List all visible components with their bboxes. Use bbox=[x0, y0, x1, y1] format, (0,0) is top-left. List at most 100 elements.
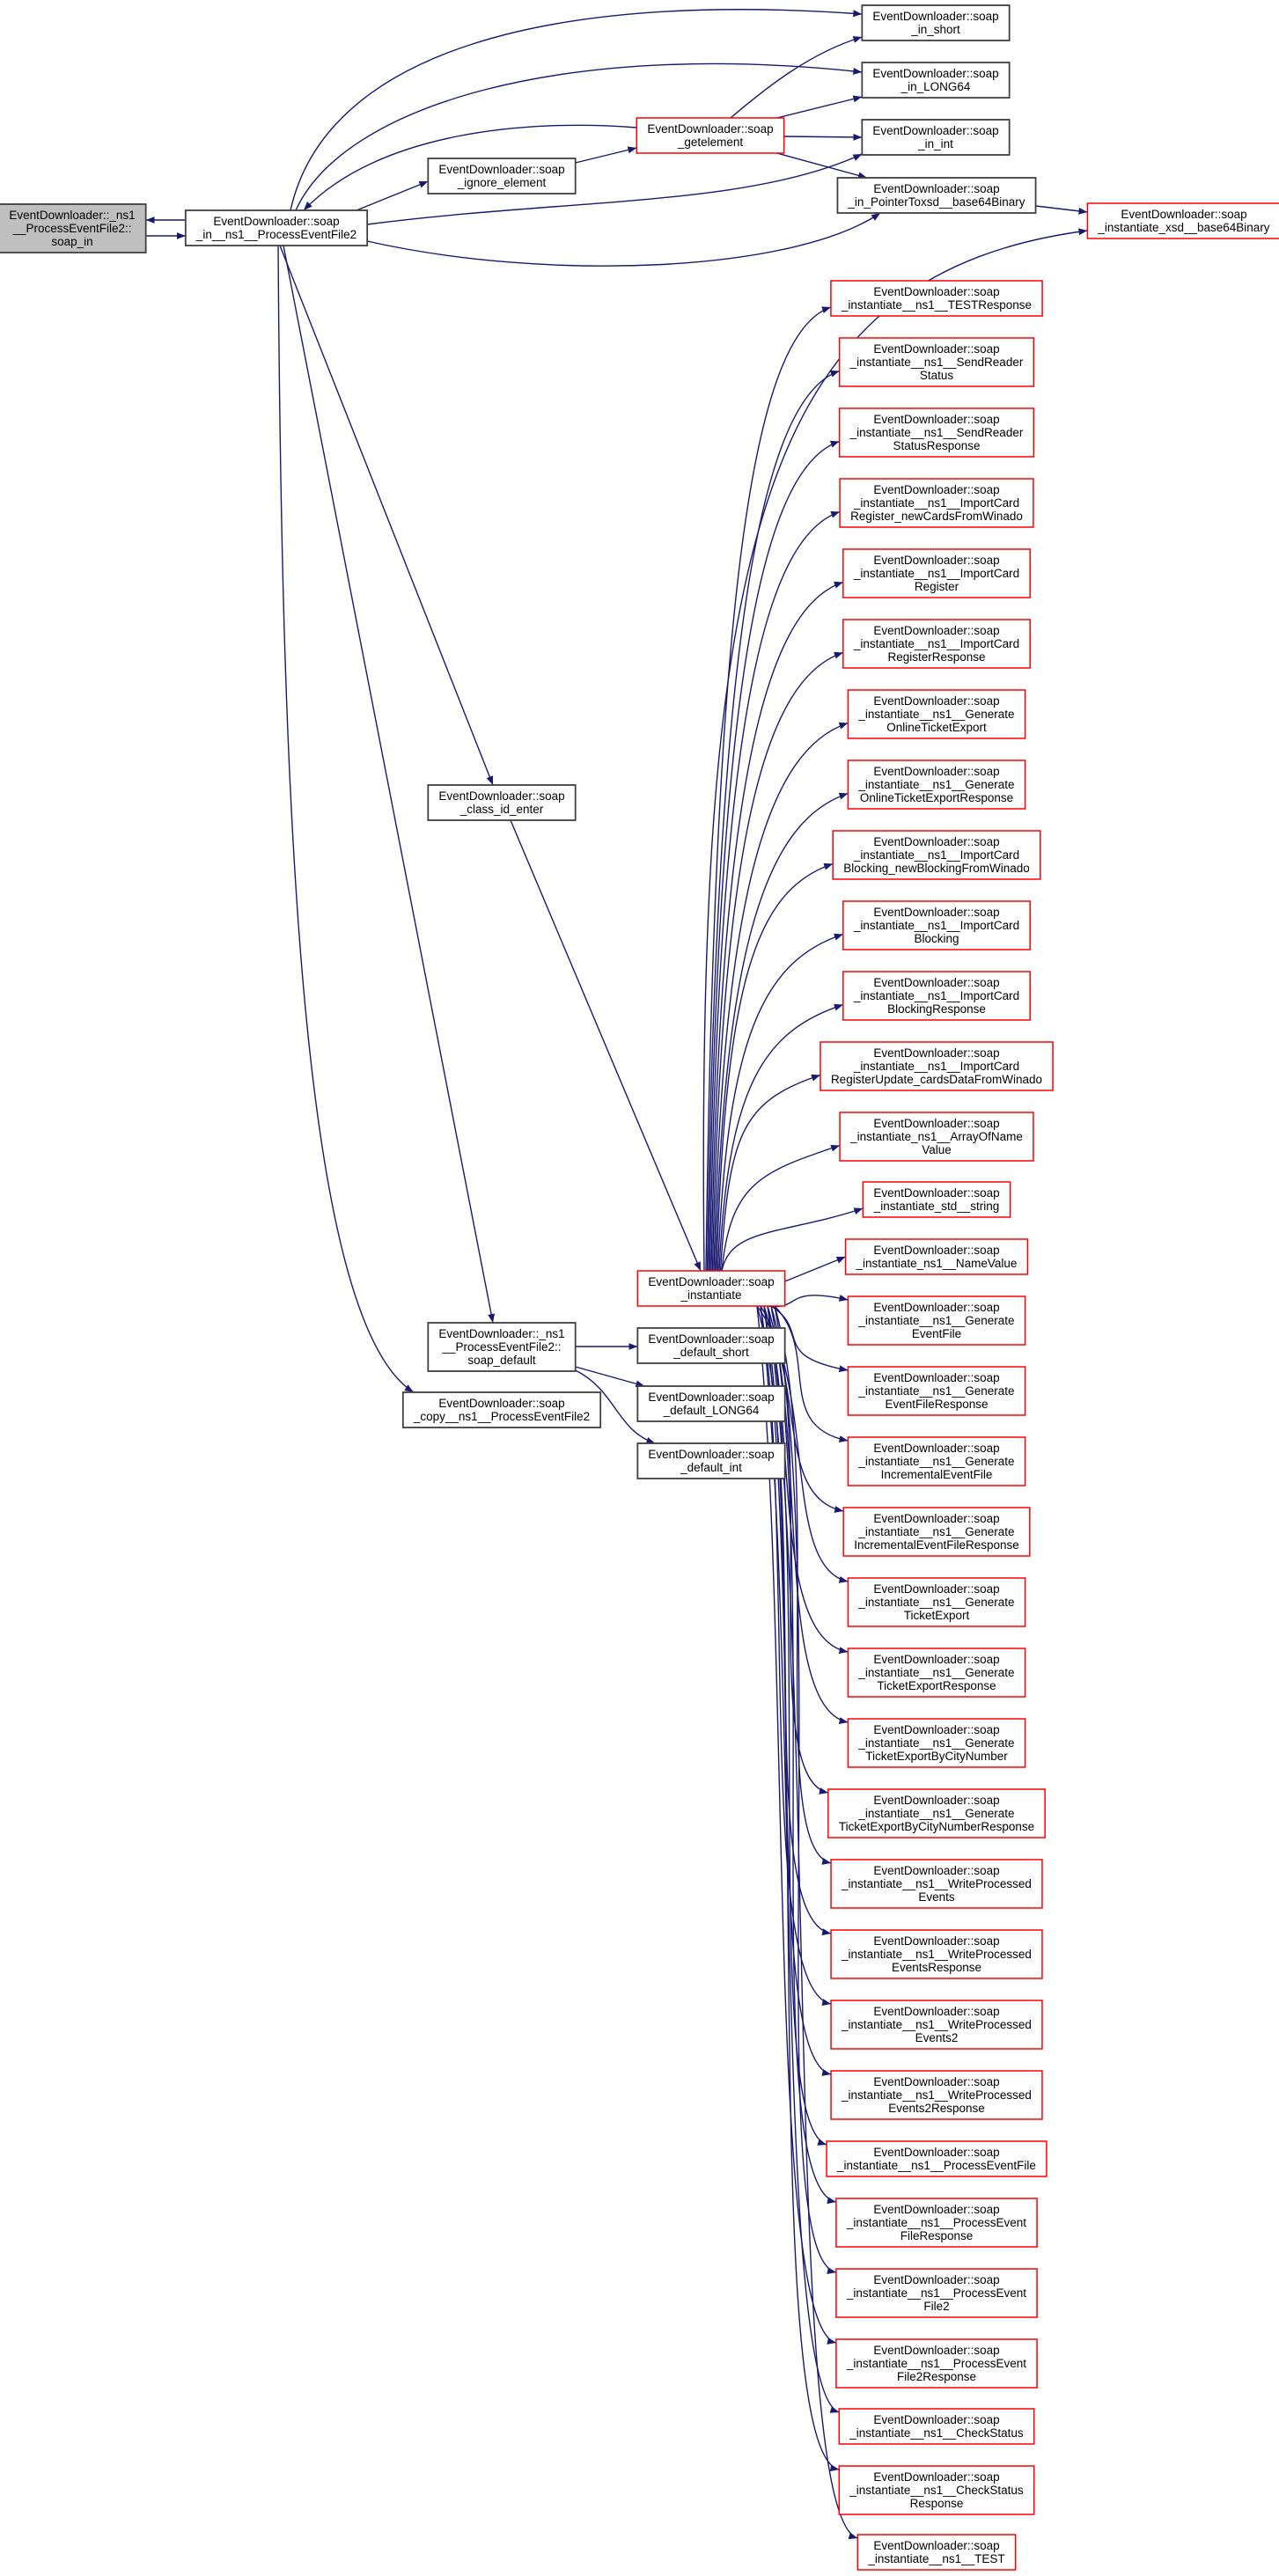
graph-node-r21[interactable]: EventDownloader::soap_instantiate__ns1__… bbox=[847, 1718, 1026, 1768]
node-label-line: EventDownloader::soap bbox=[873, 1934, 999, 1948]
node-label-line: EventDownloader::soap bbox=[648, 1391, 774, 1404]
node-label-line: _instantiate__ns1__Generate bbox=[857, 1314, 1014, 1327]
node-box bbox=[427, 784, 577, 821]
node-label-line: EventDownloader::soap bbox=[872, 10, 998, 23]
graph-node-r27[interactable]: EventDownloader::soap_instantiate__ns1__… bbox=[826, 2140, 1047, 2177]
graph-node-r19[interactable]: EventDownloader::soap_instantiate__ns1__… bbox=[847, 1577, 1026, 1627]
graph-node-r10[interactable]: EventDownloader::soap_instantiate__ns1__… bbox=[842, 971, 1031, 1021]
graph-node-r33[interactable]: EventDownloader::soap_instantiate__ns1__… bbox=[856, 2534, 1017, 2571]
graph-node-r22[interactable]: EventDownloader::soap_instantiate__ns1__… bbox=[827, 1788, 1046, 1838]
node-label-line: EventDownloader::soap bbox=[873, 1442, 999, 1455]
node-label-line: RegisterUpdate_cardsDataFromWinado bbox=[831, 1073, 1042, 1086]
graph-node-r26[interactable]: EventDownloader::soap_instantiate__ns1__… bbox=[830, 2070, 1043, 2120]
graph-node-r32[interactable]: EventDownloader::soap_instantiate__ns1__… bbox=[838, 2465, 1035, 2515]
node-label-line: Register_newCardsFromWinado bbox=[850, 510, 1023, 523]
graph-node-r11[interactable]: EventDownloader::soap_instantiate__ns1__… bbox=[820, 1041, 1054, 1091]
node-label-line: _instantiate__ns1__SendReader bbox=[849, 426, 1024, 439]
node-box bbox=[847, 689, 1026, 739]
node-label-line: _instantiate__ns1__ImportCard bbox=[853, 567, 1019, 580]
graph-node-r23[interactable]: EventDownloader::soap_instantiate__ns1__… bbox=[830, 1859, 1043, 1909]
node-label-line: _instantiate__ns1__WriteProcessed bbox=[841, 2088, 1032, 2102]
edge-instantiate-to-r8 bbox=[716, 862, 834, 1272]
node-box bbox=[839, 478, 1034, 528]
graph-node-d-short[interactable]: EventDownloader::soap_default_short bbox=[636, 1327, 786, 1364]
edge-instantiate-to-r9 bbox=[717, 933, 844, 1272]
graph-node-r29[interactable]: EventDownloader::soap_instantiate__ns1__… bbox=[835, 2268, 1038, 2318]
graph-node-ignore[interactable]: EventDownloader::soap_ignore_element bbox=[427, 158, 577, 194]
graph-node-r9[interactable]: EventDownloader::soap_instantiate__ns1__… bbox=[842, 900, 1031, 950]
node-label-line: EventDownloader::soap bbox=[873, 906, 999, 919]
graph-node-in-int[interactable]: EventDownloader::soap_in_int bbox=[861, 119, 1011, 156]
node-label-line: _instantiate__ns1__ImportCard bbox=[853, 848, 1019, 862]
graph-node-r0[interactable]: EventDownloader::soap_instantiate__ns1__… bbox=[830, 280, 1043, 317]
graph-node-d-LONG64[interactable]: EventDownloader::soap_default_LONG64 bbox=[636, 1385, 786, 1422]
node-label-line: EventDownloader::soap bbox=[873, 694, 999, 708]
edge-instantiate-to-r23 bbox=[774, 1305, 832, 1865]
node-label-line: EventDownloader::soap bbox=[873, 624, 999, 637]
edge-instantiate-to-r2 bbox=[708, 440, 840, 1272]
node-label-line: _in_LONG64 bbox=[900, 80, 971, 93]
node-label-line: _instantiate__ns1__ProcessEvent bbox=[846, 2357, 1026, 2370]
edge-instantiate-to-r4 bbox=[710, 581, 844, 1272]
node-label-line: IncrementalEventFile bbox=[881, 1468, 993, 1481]
edge-to-default-int bbox=[575, 1369, 656, 1444]
node-label-line: _instantiate__ns1__ImportCard bbox=[853, 989, 1019, 1002]
graph-node-soap-default[interactable]: EventDownloader::_ns1__ProcessEventFile2… bbox=[427, 1322, 577, 1372]
graph-node-in-short[interactable]: EventDownloader::soap_in_short bbox=[861, 4, 1011, 41]
graph-node-r18[interactable]: EventDownloader::soap_instantiate__ns1__… bbox=[842, 1507, 1031, 1557]
graph-node-r14[interactable]: EventDownloader::soap_instantiate_ns1__N… bbox=[844, 1238, 1029, 1275]
graph-node-root[interactable]: EventDownloader::_ns1__ProcessEventFile2… bbox=[0, 203, 147, 253]
node-label-line: _instantiate__ns1__ProcessEvent bbox=[846, 2216, 1026, 2229]
graph-node-instantiate[interactable]: EventDownloader::soap_instantiate bbox=[636, 1270, 786, 1307]
edge-ignore-to-getelement bbox=[575, 146, 637, 164]
graph-node-ptr[interactable]: EventDownloader::soap_in_PointerToxsd__b… bbox=[836, 177, 1037, 214]
node-label-line: EventDownloader::soap bbox=[873, 1512, 999, 1525]
graph-node-r5[interactable]: EventDownloader::soap_instantiate__ns1__… bbox=[842, 619, 1031, 669]
graph-node-r30[interactable]: EventDownloader::soap_instantiate__ns1__… bbox=[835, 2338, 1038, 2389]
node-label-line: File2 bbox=[923, 2300, 949, 2313]
node-label-line: EventDownloader::soap bbox=[873, 976, 999, 989]
node-label-line: OnlineTicketExportResponse bbox=[860, 791, 1013, 804]
graph-node-r17[interactable]: EventDownloader::soap_instantiate__ns1__… bbox=[847, 1436, 1026, 1486]
node-label-line: EventDownloader::soap bbox=[873, 1653, 999, 1666]
graph-node-r8[interactable]: EventDownloader::soap_instantiate__ns1__… bbox=[832, 830, 1041, 880]
node-label-line: _default_short bbox=[673, 1346, 749, 1359]
edge-instantiate-to-r31 bbox=[760, 1305, 840, 2413]
graph-node-r12[interactable]: EventDownloader::soap_instantiate_ns1__A… bbox=[839, 1112, 1034, 1162]
node-label-line: EventDownloader::soap bbox=[873, 1794, 999, 1807]
node-box bbox=[861, 62, 1011, 99]
graph-node-r25[interactable]: EventDownloader::soap_instantiate__ns1__… bbox=[830, 2000, 1043, 2050]
graph-node-in-ns1[interactable]: EventDownloader::soap_in__ns1__ProcessEv… bbox=[184, 209, 369, 246]
graph-node-r28[interactable]: EventDownloader::soap_instantiate__ns1__… bbox=[835, 2198, 1038, 2248]
edge-instantiate-to-xsd bbox=[702, 228, 1088, 1272]
graph-node-r31[interactable]: EventDownloader::soap_instantiate__ns1__… bbox=[838, 2408, 1035, 2445]
graph-node-r4[interactable]: EventDownloader::soap_instantiate__ns1__… bbox=[842, 548, 1031, 598]
graph-node-r2[interactable]: EventDownloader::soap_instantiate__ns1__… bbox=[838, 407, 1035, 458]
edge-to-pointer bbox=[367, 212, 881, 267]
graph-node-d-int[interactable]: EventDownloader::soap_default_int bbox=[636, 1442, 786, 1479]
graph-node-copy[interactable]: EventDownloader::soap_copy__ns1__Process… bbox=[401, 1391, 602, 1428]
graph-node-class-id[interactable]: EventDownloader::soap_class_id_enter bbox=[427, 784, 577, 821]
node-label-line: EventDownloader::soap bbox=[873, 1371, 999, 1384]
graph-node-r15[interactable]: EventDownloader::soap_instantiate__ns1__… bbox=[847, 1295, 1026, 1346]
graph-node-r13[interactable]: EventDownloader::soap_instantiate_std__s… bbox=[862, 1181, 1011, 1218]
node-label-line: EventFile bbox=[912, 1327, 961, 1340]
graph-node-r20[interactable]: EventDownloader::soap_instantiate__ns1__… bbox=[847, 1648, 1026, 1698]
graph-node-r16[interactable]: EventDownloader::soap_instantiate__ns1__… bbox=[847, 1366, 1026, 1416]
graph-node-r24[interactable]: EventDownloader::soap_instantiate__ns1__… bbox=[830, 1929, 1043, 1979]
edge-getelement-to-in-long64 bbox=[776, 95, 863, 119]
graph-node-r1[interactable]: EventDownloader::soap_instantiate__ns1__… bbox=[838, 337, 1035, 387]
graph-node-in-LONG64[interactable]: EventDownloader::soap_in_LONG64 bbox=[861, 62, 1011, 99]
edge-instantiate-to-r12 bbox=[721, 1144, 841, 1272]
graph-node-r6[interactable]: EventDownloader::soap_instantiate__ns1__… bbox=[847, 689, 1026, 739]
graph-node-r3[interactable]: EventDownloader::soap_instantiate__ns1__… bbox=[839, 478, 1034, 528]
graph-node-getelement[interactable]: EventDownloader::soap_getelement bbox=[636, 117, 785, 154]
node-label-line: _default_LONG64 bbox=[663, 1404, 760, 1417]
node-box bbox=[401, 1391, 602, 1428]
node-label-line: EventDownloader::soap bbox=[873, 2413, 999, 2426]
graph-node-xsd[interactable]: EventDownloader::soap_instantiate_xsd__b… bbox=[1086, 202, 1279, 239]
graph-node-r7[interactable]: EventDownloader::soap_instantiate__ns1__… bbox=[847, 760, 1026, 810]
node-box bbox=[636, 1327, 786, 1364]
node-box bbox=[856, 2534, 1017, 2571]
edge-to-soap-default bbox=[283, 245, 496, 1324]
